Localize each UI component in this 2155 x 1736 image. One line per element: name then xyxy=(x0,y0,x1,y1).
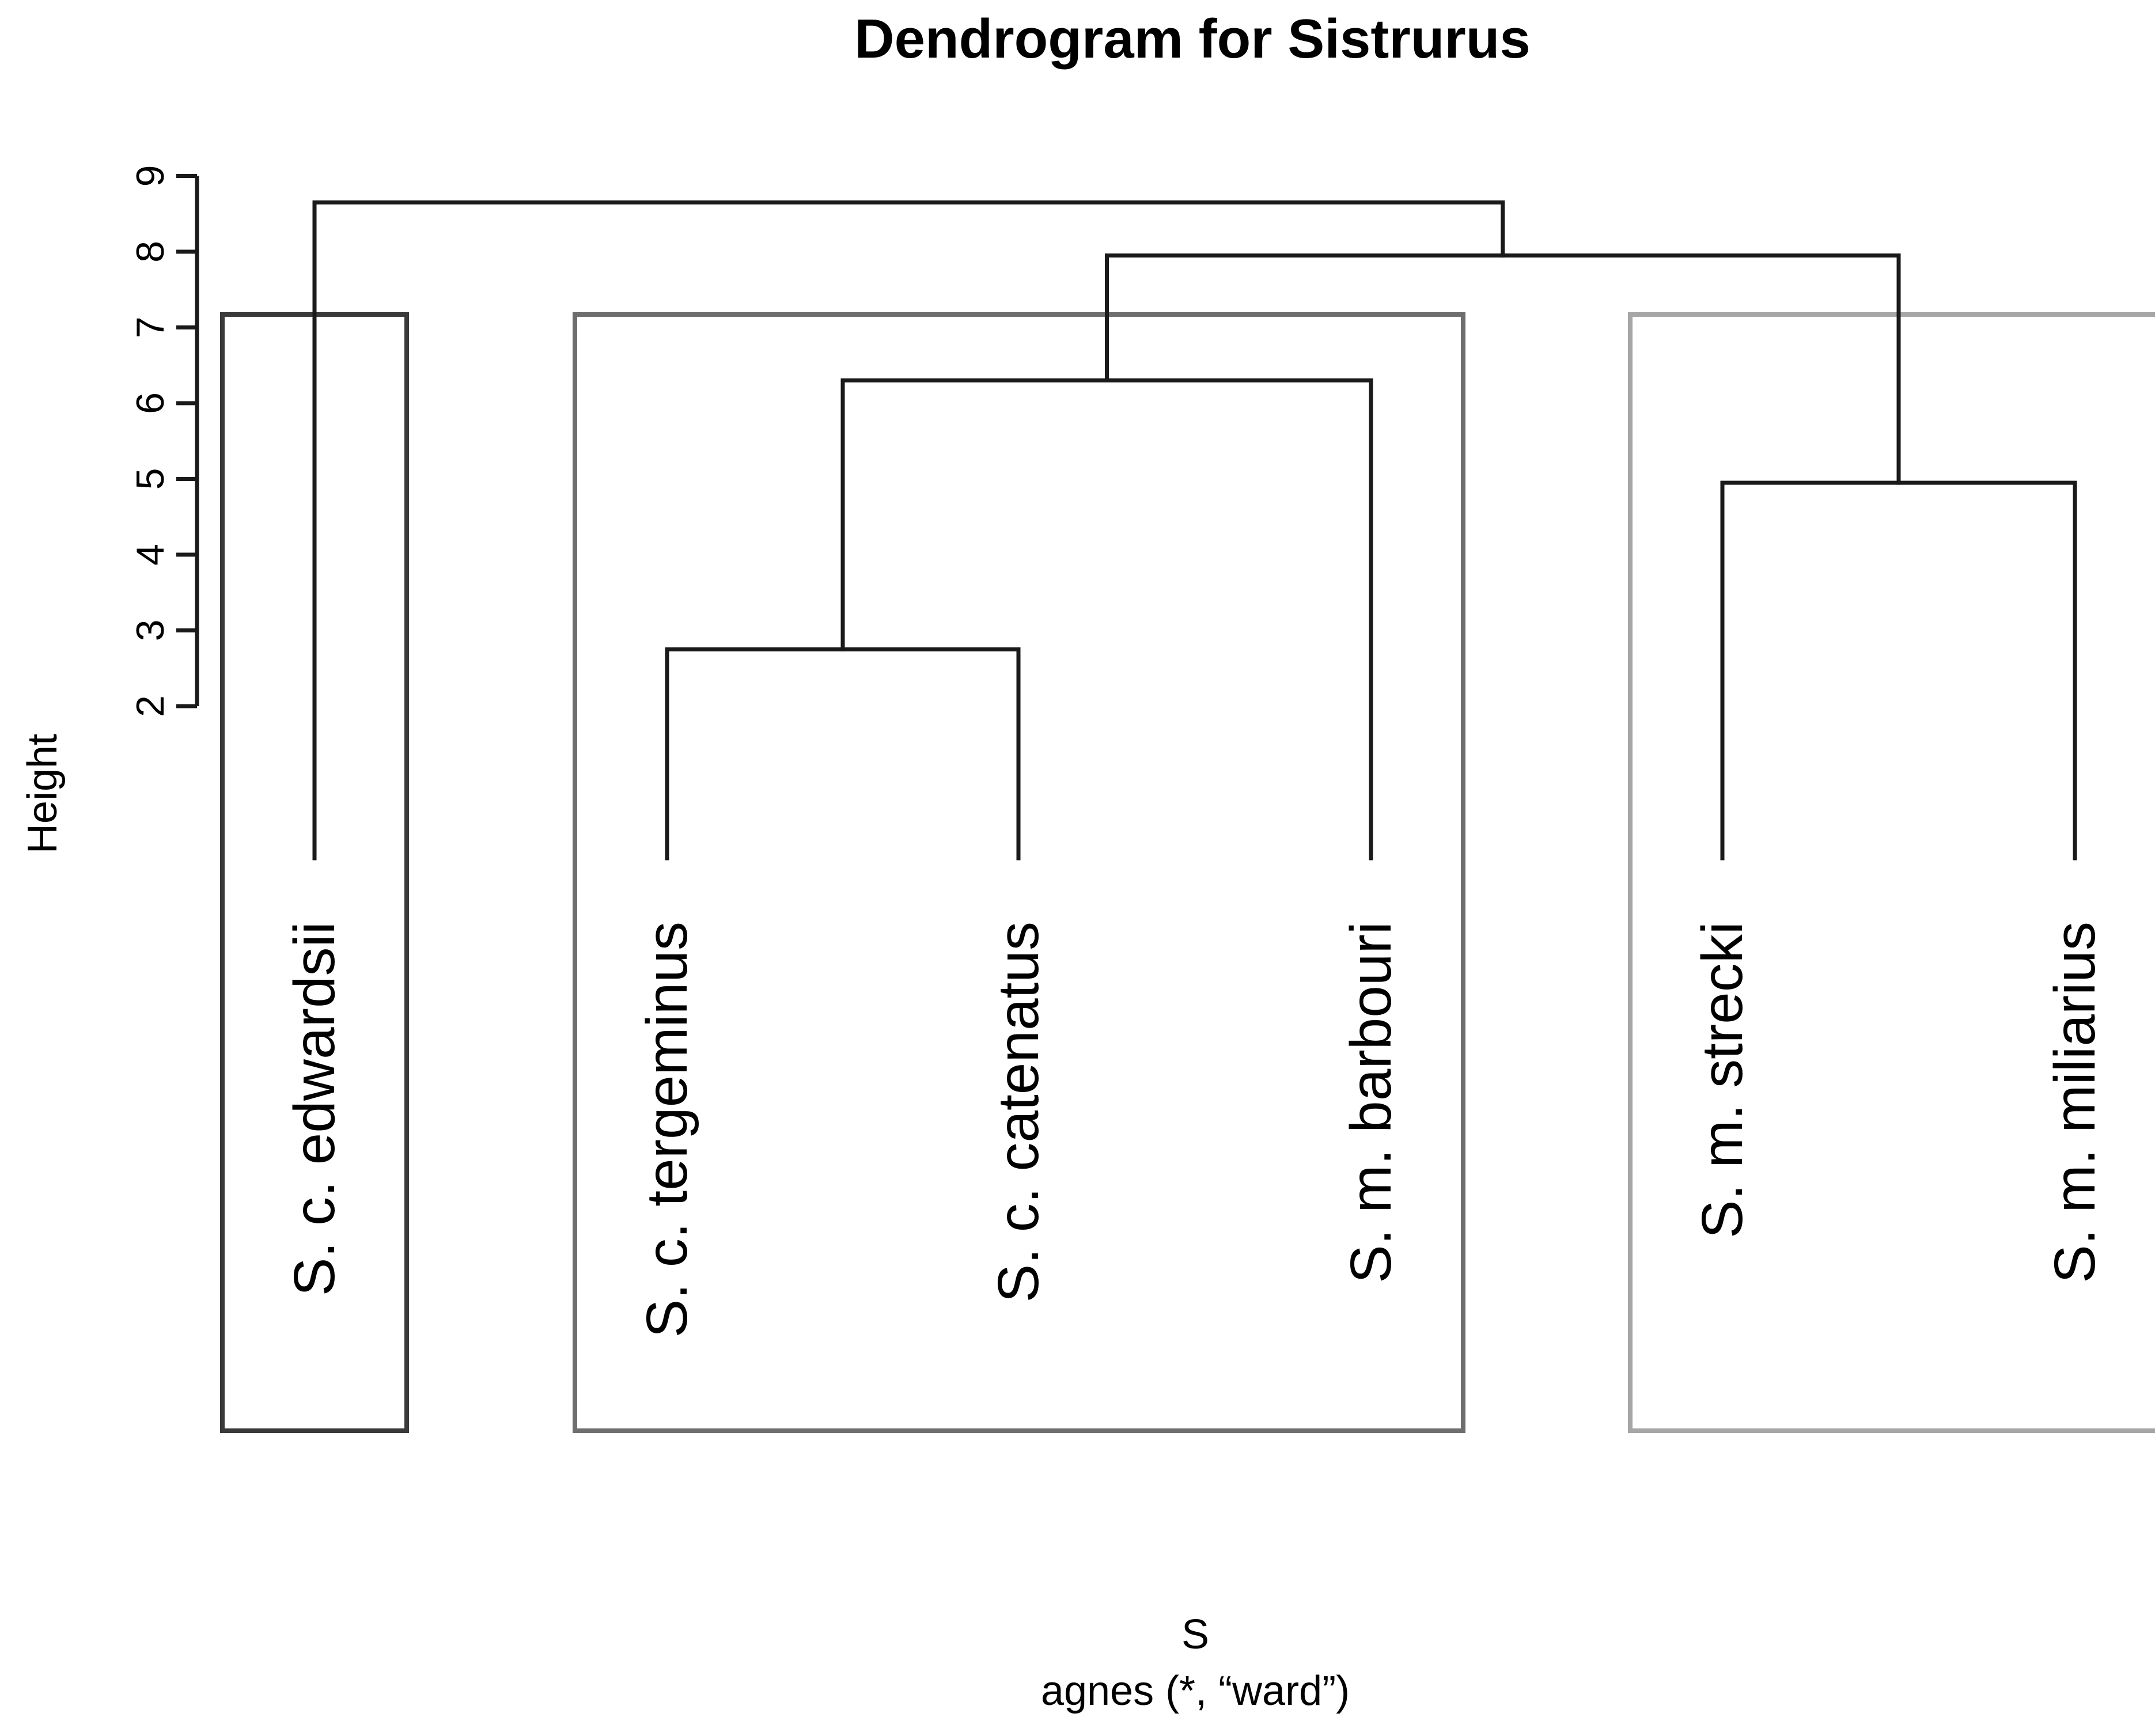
y-tick-label: 6 xyxy=(128,392,172,414)
leaf-label: S. m. strecki xyxy=(1690,922,1755,1238)
leaf-label: S. m. barbouri xyxy=(1339,922,1403,1283)
y-tick-label: 8 xyxy=(128,241,172,263)
merge-catenatus-group-barbouri xyxy=(840,378,1373,861)
leaf-labels: S. c. edwardsii S. c. tergeminus S. c. cat… xyxy=(282,922,2107,1338)
dendrogram-links xyxy=(312,200,2077,861)
cluster-box xyxy=(573,312,1465,1433)
y-tick-label: 5 xyxy=(128,468,172,490)
merge-tergeminus-catenatus xyxy=(665,647,1021,861)
leaf-label: S. c. catenatus xyxy=(986,922,1051,1302)
merge-edwardsii-root xyxy=(312,200,1505,861)
y-tick-label: 3 xyxy=(128,620,172,642)
leaf-label: S. c. edwardsii xyxy=(282,922,347,1296)
y-axis-label: Height xyxy=(20,734,66,854)
x-axis-sublabel: agnes (*, “ward”) xyxy=(1041,1668,1350,1714)
merge-main-groups xyxy=(1105,253,1901,485)
merge-strecki-miliarius xyxy=(1720,480,2077,861)
y-tick-label: 7 xyxy=(128,317,172,339)
y-tick-label: 2 xyxy=(128,695,172,717)
x-axis-label: S xyxy=(1181,1612,1209,1658)
chart-title: Dendrogram for Sistrurus xyxy=(854,8,1531,70)
y-axis: 2 3 4 5 6 7 8 9 xyxy=(128,165,199,717)
leaf-label: S. m. miliarius xyxy=(2043,922,2107,1283)
leaf-label: S. c. tergeminus xyxy=(635,922,699,1338)
y-tick-label: 9 xyxy=(128,165,172,187)
y-tick-label: 4 xyxy=(128,544,172,566)
